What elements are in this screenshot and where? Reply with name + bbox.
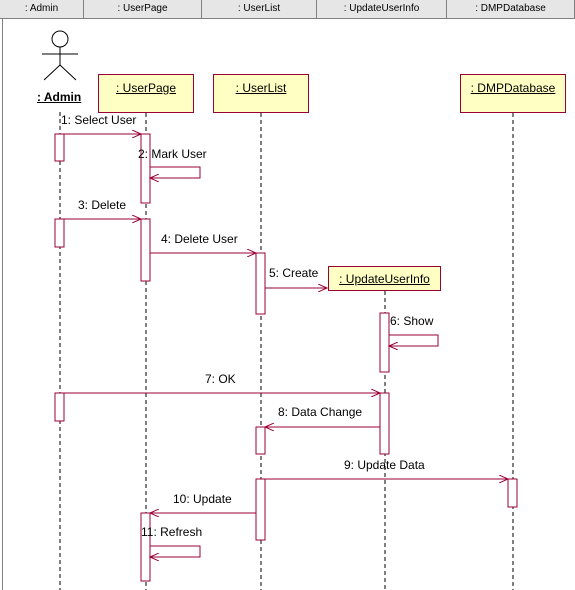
actor-icon — [42, 30, 78, 81]
message-label-10: 10: Update — [173, 492, 232, 506]
message-label-9: 9: Update Data — [344, 458, 425, 472]
activation-userlist-2 — [255, 426, 266, 455]
header-updateuserinfo[interactable]: : UpdateUserInfo — [317, 0, 447, 18]
object-updateuserinfo[interactable]: : UpdateUserInfo — [328, 266, 441, 291]
activation-userpage-1 — [140, 133, 151, 204]
message-label-8: 8: Data Change — [278, 405, 363, 419]
message-label-2: 2: Mark User — [138, 147, 207, 161]
activation-updateuserinfo-2 — [379, 392, 390, 455]
activation-updateuserinfo-1 — [379, 312, 390, 373]
header-admin[interactable]: : Admin — [0, 0, 84, 18]
activation-userpage-3 — [140, 512, 151, 582]
message-label-1: 1: Select User — [61, 113, 137, 127]
message-label-6: 6: Show — [390, 314, 434, 328]
message-label-4: 4: Delete User — [161, 232, 238, 246]
arrow-refresh — [150, 545, 201, 557]
activation-userlist-1 — [255, 252, 266, 315]
activation-admin-1 — [54, 133, 65, 162]
activation-admin-3 — [54, 392, 65, 422]
canvas-left-border — [2, 19, 3, 590]
lifelines — [59, 112, 514, 590]
message-arrows — [64, 134, 508, 557]
message-label-7: 7: OK — [205, 372, 236, 386]
object-dmpdatabase[interactable]: : DMPDatabase — [460, 74, 566, 113]
activation-userpage-2 — [140, 218, 151, 282]
message-label-3: 3: Delete — [78, 198, 127, 212]
header-userpage[interactable]: : UserPage — [84, 0, 202, 18]
object-userlist[interactable]: : UserList — [213, 74, 309, 113]
message-label-11: 11: Refresh — [141, 525, 203, 539]
arrow-show — [389, 334, 439, 346]
header-userlist[interactable]: : UserList — [202, 0, 317, 18]
actor-label-admin[interactable]: : Admin — [37, 90, 82, 104]
activation-userlist-3 — [255, 478, 266, 541]
message-label-5: 5: Create — [269, 266, 319, 280]
object-userpage[interactable]: : UserPage — [98, 74, 194, 113]
activation-dmpdatabase-1 — [507, 478, 518, 508]
activation-admin-2 — [54, 218, 65, 248]
activation-bars — [54, 133, 518, 582]
arrow-mark-user — [150, 166, 201, 178]
lifeline-header-bar: : Admin : UserPage : UserList : UpdateUs… — [0, 0, 575, 19]
